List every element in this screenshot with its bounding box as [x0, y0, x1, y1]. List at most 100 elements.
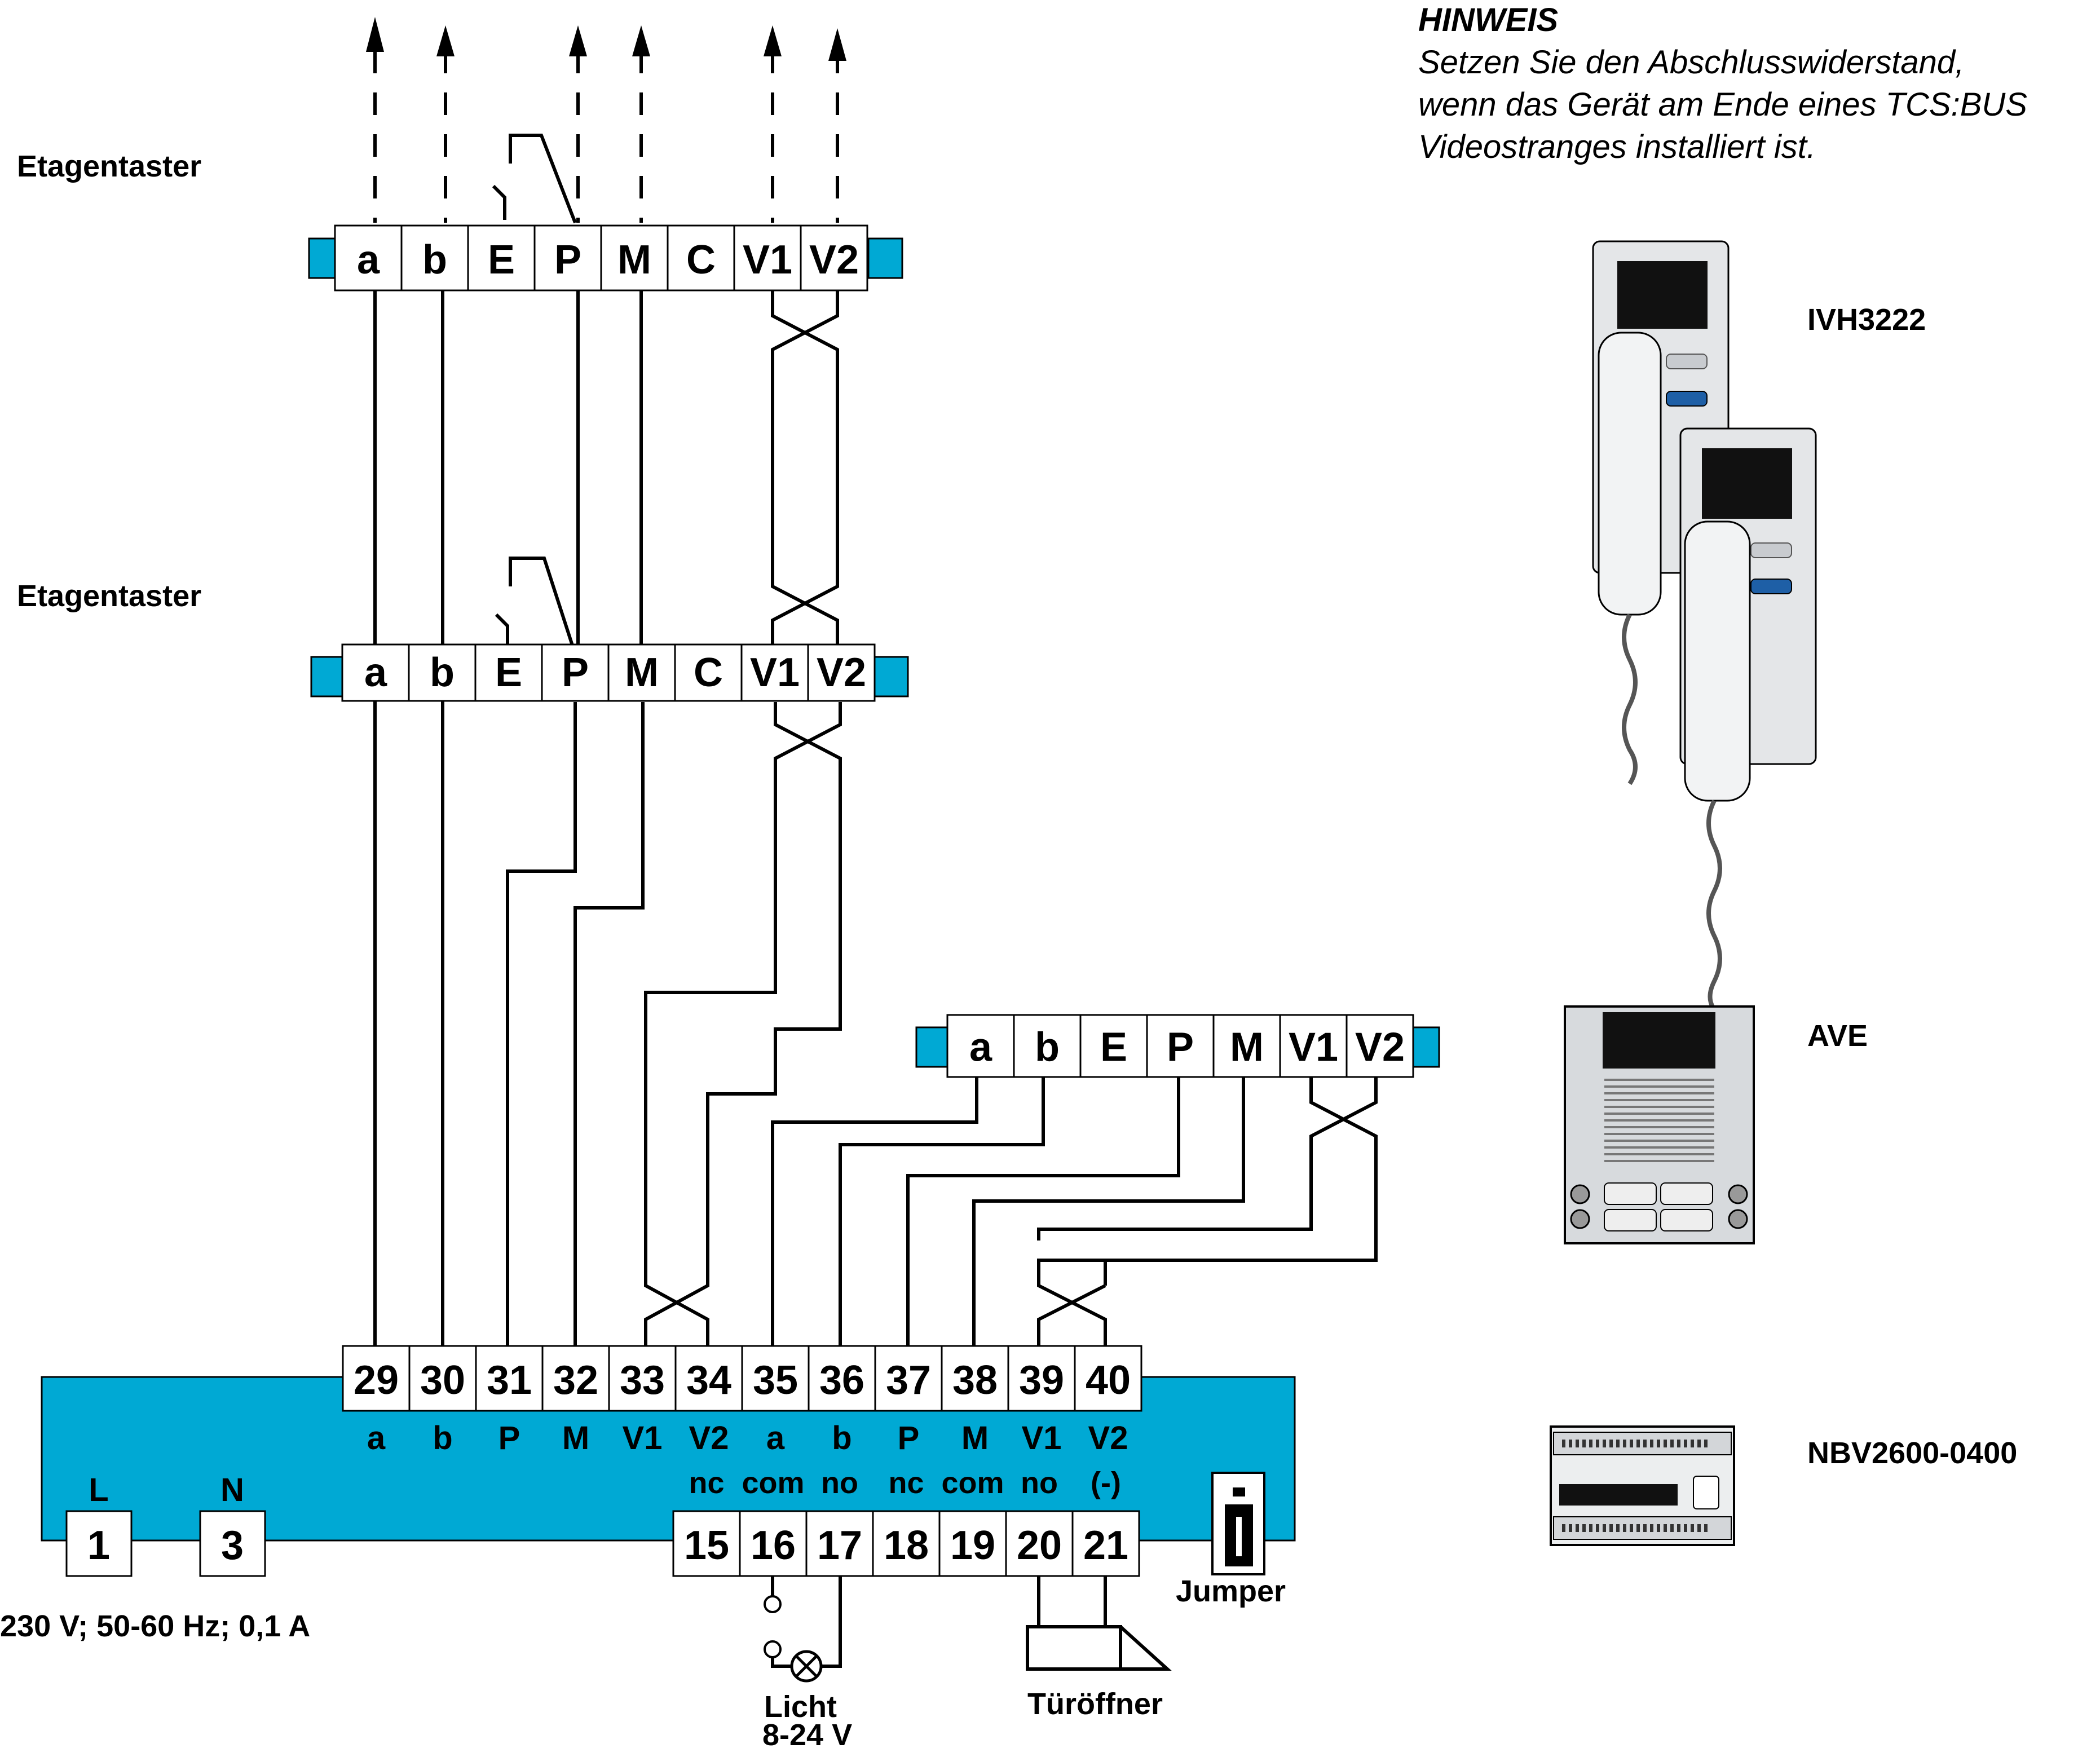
top-terminal-label: V1: [743, 237, 792, 282]
top-terminal-label: V2: [809, 237, 859, 282]
outdoor-terminal-label: V2: [1355, 1025, 1405, 1070]
middle-terminal-cell: [541, 643, 610, 702]
bus-signal-label: P: [498, 1420, 520, 1456]
bus-terminal-cell: [1074, 1345, 1142, 1412]
power-line-label: L: [89, 1472, 108, 1508]
top-terminal-cell: [600, 224, 669, 292]
middle-terminal-cell: [607, 643, 676, 702]
middle-terminal-cell: [807, 643, 876, 702]
bus-terminal-label: 36: [819, 1358, 864, 1403]
floor-button-label-middle: Etagentaster: [17, 579, 201, 613]
top-terminal-cell: [400, 224, 469, 292]
top-terminal-label: E: [488, 237, 515, 282]
monitor-illustration: [1592, 240, 1817, 1011]
bus-terminal-cell: [941, 1345, 1009, 1412]
light-voltage: 8-24 V: [762, 1718, 852, 1752]
top-terminal-cell: [667, 224, 735, 292]
note-line-2: wenn das Gerät am Ende eines TCS:BUS: [1418, 86, 2027, 123]
bus-terminal-label: 40: [1086, 1358, 1131, 1403]
bus-terminal-label: 35: [753, 1358, 798, 1403]
middle-terminal-label: E: [495, 650, 522, 695]
bus-signal-label: V2: [1088, 1420, 1128, 1456]
middle-terminal-cell: [674, 643, 743, 702]
outdoor-terminal-label: M: [1230, 1025, 1264, 1070]
outdoor-station-illustration: [1564, 1005, 1755, 1244]
middle-terminal-cell: [740, 643, 809, 702]
top-terminal-label: a: [357, 237, 380, 282]
outdoor-terminal-cell: [1013, 1014, 1082, 1078]
bus-signal-label: M: [562, 1420, 589, 1456]
relay-terminal-label: 18: [884, 1523, 929, 1568]
relay-contact-label: no: [1021, 1466, 1058, 1500]
bus-signal-label: a: [367, 1420, 386, 1456]
middle-terminal-label: V1: [750, 650, 800, 695]
power-terminal-cell: [65, 1510, 133, 1577]
relay-contact-label: nc: [689, 1466, 724, 1500]
relay-contact-label: (-): [1091, 1466, 1121, 1500]
relay-contact-label: com: [742, 1466, 804, 1500]
outdoor-terminal-label: P: [1167, 1025, 1194, 1070]
relay-terminal-cell: [938, 1510, 1007, 1577]
middle-terminal-cell: [341, 643, 410, 702]
power-terminal-cell: [199, 1510, 266, 1577]
relay-contact-label: nc: [888, 1466, 924, 1500]
middle-terminal-label: a: [364, 650, 387, 695]
door-opener-label: Türöffner: [1027, 1687, 1163, 1721]
wires: [373, 134, 1378, 1683]
relay-contact-label: com: [941, 1466, 1004, 1500]
power-spec: 230 V; 50-60 Hz; 0,1 A: [0, 1609, 310, 1643]
power-terminal-label: 3: [221, 1523, 244, 1568]
bus-signal-label: b: [433, 1420, 452, 1456]
outdoor-terminal-cell: [1279, 1014, 1348, 1078]
relay-terminal-cell: [739, 1510, 808, 1577]
middle-terminal-label: C: [694, 650, 723, 695]
note-line-3: Videostranges installiert ist.: [1418, 129, 1816, 165]
middle-terminal-cell: [474, 643, 543, 702]
power-supply-illustration: [1550, 1425, 1735, 1546]
light-label: Licht: [764, 1690, 837, 1724]
bus-terminal-label: 38: [952, 1358, 998, 1403]
bus-terminal-cell: [608, 1345, 677, 1412]
relay-terminal-cell: [672, 1510, 741, 1577]
bus-terminal-label: 31: [487, 1358, 532, 1403]
relay-terminal-label: 20: [1017, 1523, 1062, 1568]
power-line-label: N: [220, 1472, 244, 1508]
top-terminal-label: b: [422, 237, 447, 282]
bus-terminal-label: 32: [553, 1358, 598, 1403]
relay-contact-label: no: [821, 1466, 858, 1500]
power-terminal-label: 1: [87, 1523, 110, 1568]
bus-terminal-cell: [408, 1345, 477, 1412]
relay-terminal-cell: [805, 1510, 874, 1577]
controller-power-terminals: 1 L 3 N: [65, 1472, 266, 1577]
bus-terminal-label: 29: [354, 1358, 399, 1403]
outdoor-terminal-label: V1: [1289, 1025, 1338, 1070]
top-terminal-label: P: [554, 237, 581, 282]
bus-terminal-label: 30: [420, 1358, 465, 1403]
relay-terminal-label: 16: [751, 1523, 796, 1568]
outdoor-terminal-label: a: [969, 1025, 992, 1070]
relay-terminal-label: 17: [817, 1523, 862, 1568]
note-title: HINWEIS: [1418, 2, 1558, 38]
outdoor-terminal-cell: [1345, 1014, 1414, 1078]
top-terminal-cell: [800, 224, 868, 292]
bus-terminal-label: 34: [686, 1358, 731, 1403]
bus-terminal-cell: [541, 1345, 610, 1412]
bus-signal-label: a: [766, 1420, 785, 1456]
relay-terminal-cell: [872, 1510, 941, 1577]
outdoor-terminal-label: E: [1100, 1025, 1127, 1070]
outdoor-terminal-cell: [1212, 1014, 1281, 1078]
top-terminal-cell: [467, 224, 536, 292]
outdoor-terminal-cell: [946, 1014, 1015, 1078]
jumper-label: Jumper: [1176, 1574, 1286, 1608]
bus-signal-label: V2: [689, 1420, 729, 1456]
bus-terminal-label: 33: [620, 1358, 665, 1403]
note-line-1: Setzen Sie den Abschlusswiderstand,: [1418, 44, 1964, 81]
relay-terminal-label: 19: [950, 1523, 995, 1568]
relay-terminal-cell: [1005, 1510, 1074, 1577]
bus-terminal-cell: [674, 1345, 743, 1412]
